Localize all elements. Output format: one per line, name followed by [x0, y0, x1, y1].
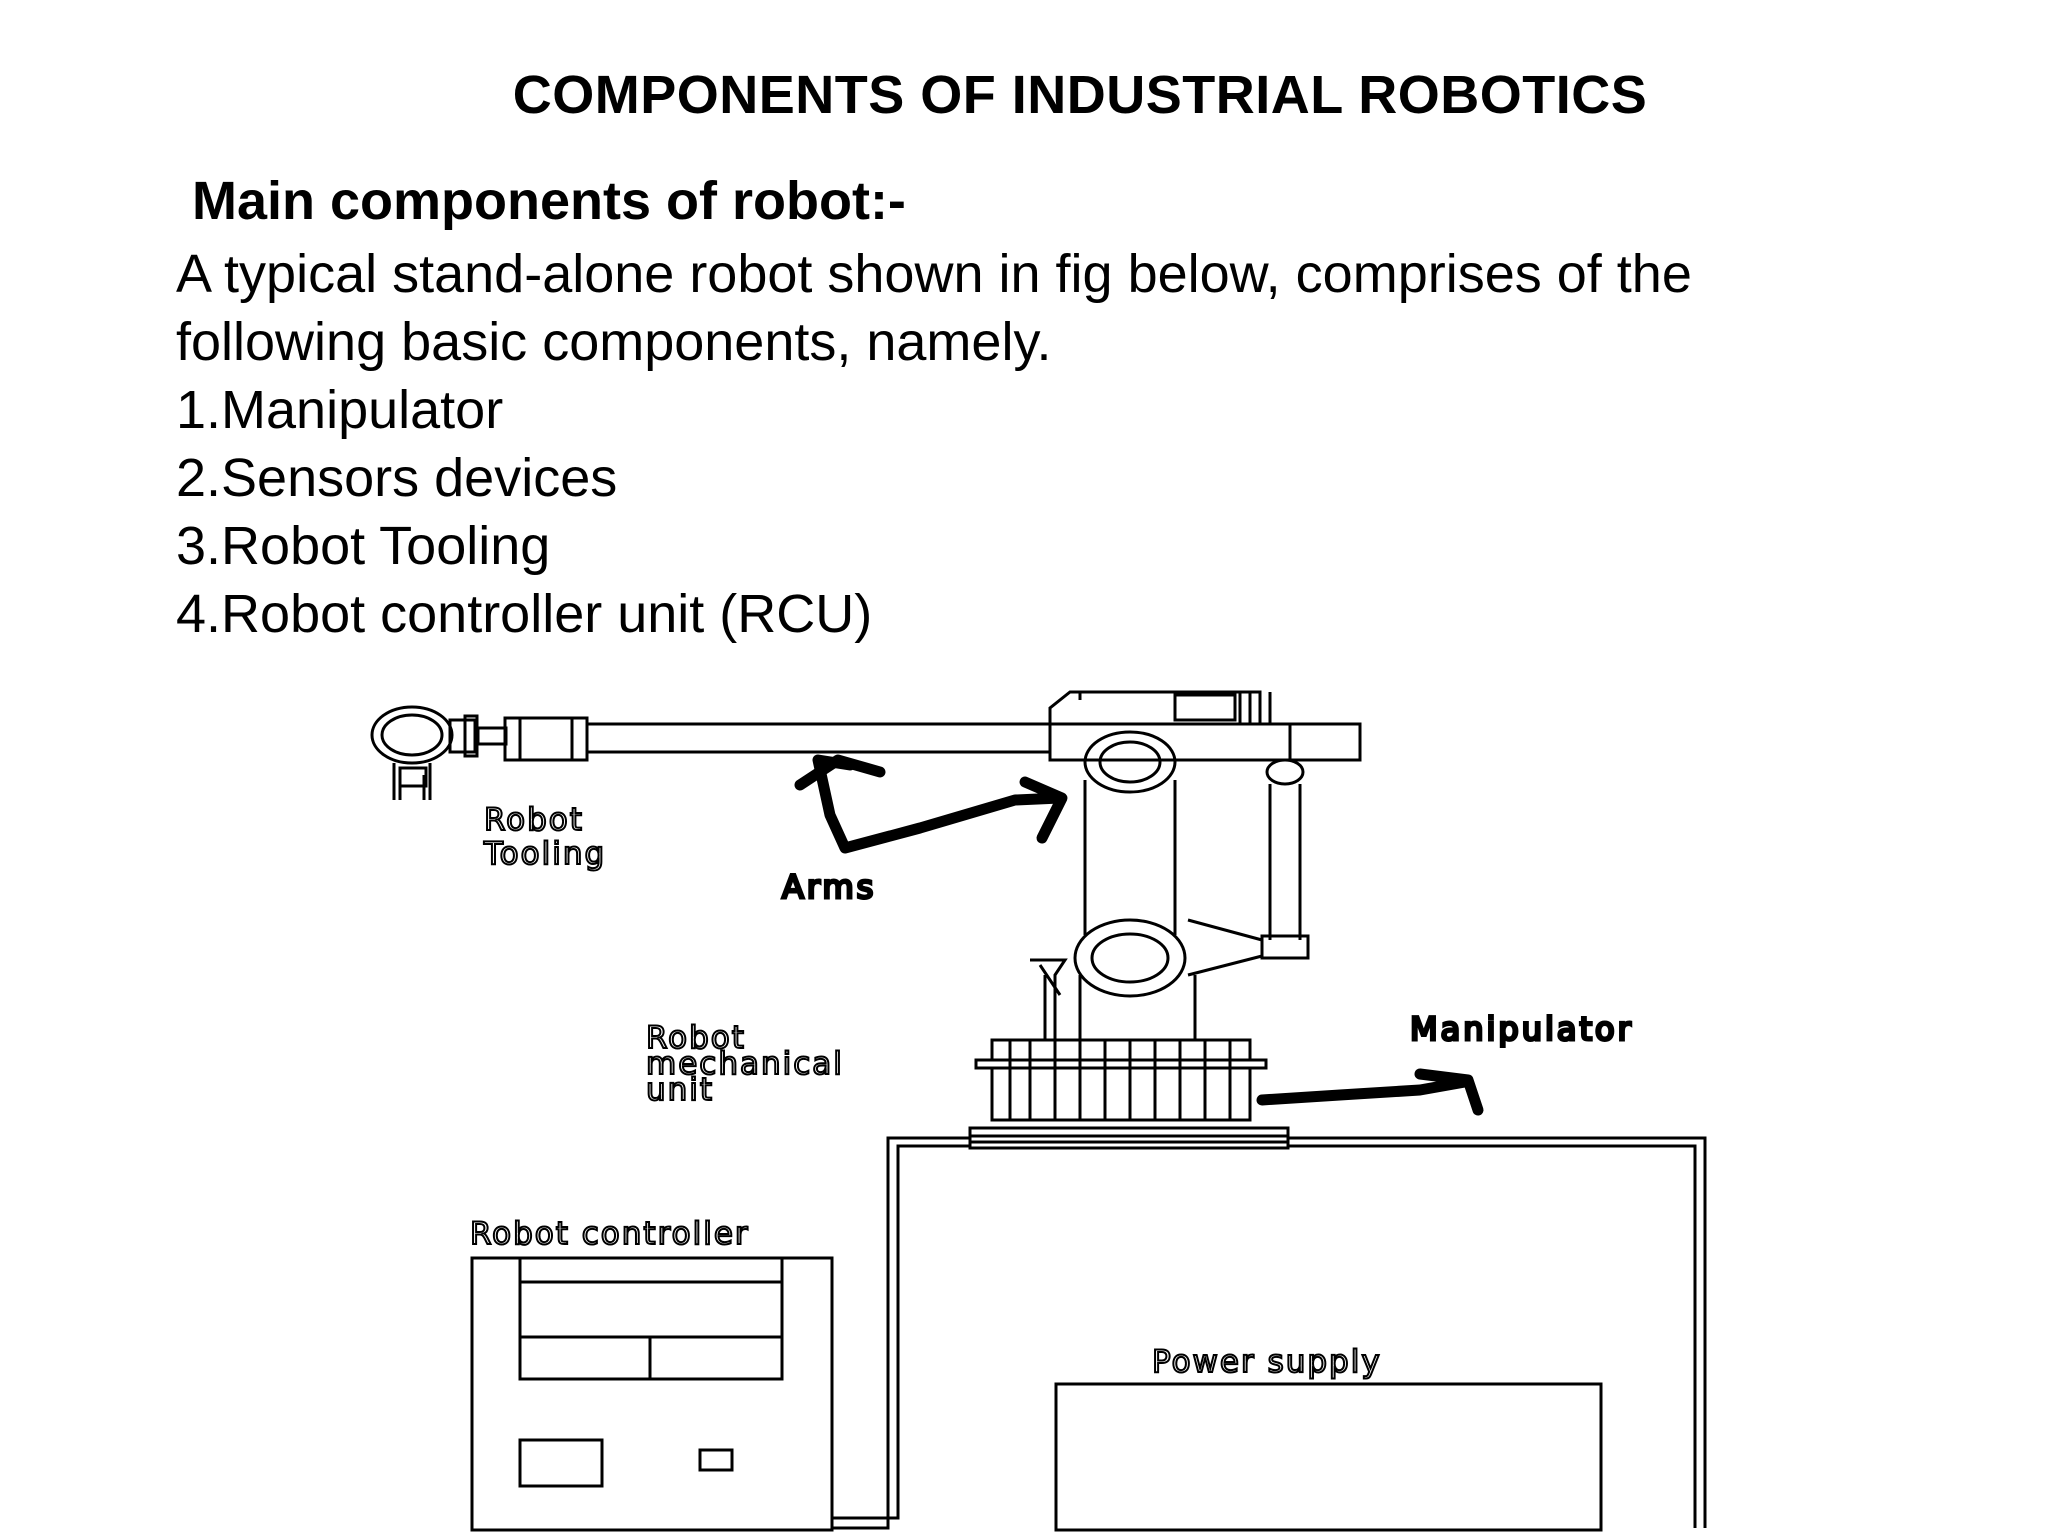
label-power-supply: Power supply — [1152, 1344, 1382, 1380]
label-tooling-line1: Robot — [484, 802, 584, 838]
label-manipulator: Manipulator — [1410, 1010, 1634, 1048]
label-robot-controller: Robot controller — [470, 1216, 750, 1252]
label-arms: Arms — [782, 868, 876, 906]
component-item-3: 3.Robot Tooling — [176, 516, 551, 576]
component-item-4: 4.Robot controller unit (RCU) — [176, 584, 873, 644]
body-text: A typical stand-alone robot shown in fig… — [176, 240, 2016, 648]
base-joint — [1030, 918, 1197, 1040]
label-mechanical-line1: Robot — [646, 1020, 746, 1056]
robot-tooling-gripper — [370, 705, 479, 800]
arms-arrow — [812, 754, 1066, 854]
forearm — [1083, 730, 1310, 977]
power-supply-box — [1054, 1382, 1603, 1532]
slide-title: COMPONENTS OF INDUSTRIAL ROBOTICS — [512, 65, 1648, 125]
arrows — [794, 754, 1484, 1116]
component-item-1: 1.Manipulator — [176, 380, 504, 440]
intro-line-2: following basic components, namely. — [176, 312, 1052, 372]
label-mechanical-line3: unit — [646, 1072, 714, 1108]
label-mechanical-line2: mechanical — [646, 1046, 844, 1082]
intro-line-1: A typical stand-alone robot shown in fig… — [176, 244, 1692, 304]
component-item-2: 2.Sensors devices — [176, 448, 618, 508]
robot-controller — [470, 1256, 834, 1532]
manipulator-arrow — [1256, 1076, 1471, 1106]
label-tooling-line2: Tooling — [483, 836, 606, 872]
upper-arm — [476, 690, 1362, 762]
mechanical-unit — [968, 1038, 1290, 1150]
section-heading: Main components of robot:- — [192, 171, 906, 231]
cable — [832, 1136, 1707, 1530]
